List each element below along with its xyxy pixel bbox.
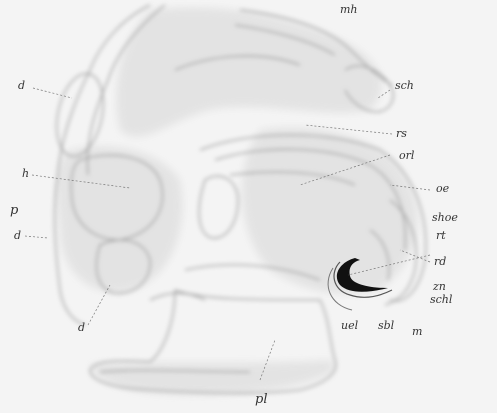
label-schl: schl xyxy=(430,294,452,305)
label-zn: zn xyxy=(433,281,446,292)
label-oe: oe xyxy=(436,183,449,194)
label-rt: rt xyxy=(436,230,446,241)
label-orl: orl xyxy=(399,150,414,161)
label-sch: sch xyxy=(395,80,414,91)
label-d-mid: d xyxy=(14,230,21,241)
label-rd: rd xyxy=(434,256,446,267)
label-d-bottom: d xyxy=(78,322,85,333)
label-rs: rs xyxy=(396,128,407,139)
label-p: p xyxy=(10,204,18,217)
label-mh: mh xyxy=(340,4,358,15)
label-h: h xyxy=(22,168,29,179)
label-sbl: sbl xyxy=(378,320,394,331)
label-d-top: d xyxy=(18,80,25,91)
label-m: m xyxy=(412,326,422,337)
label-pl: pl xyxy=(255,393,267,406)
tissue-shading xyxy=(57,7,417,395)
label-uel: uel xyxy=(341,320,358,331)
label-shoe: shoe xyxy=(432,212,458,223)
